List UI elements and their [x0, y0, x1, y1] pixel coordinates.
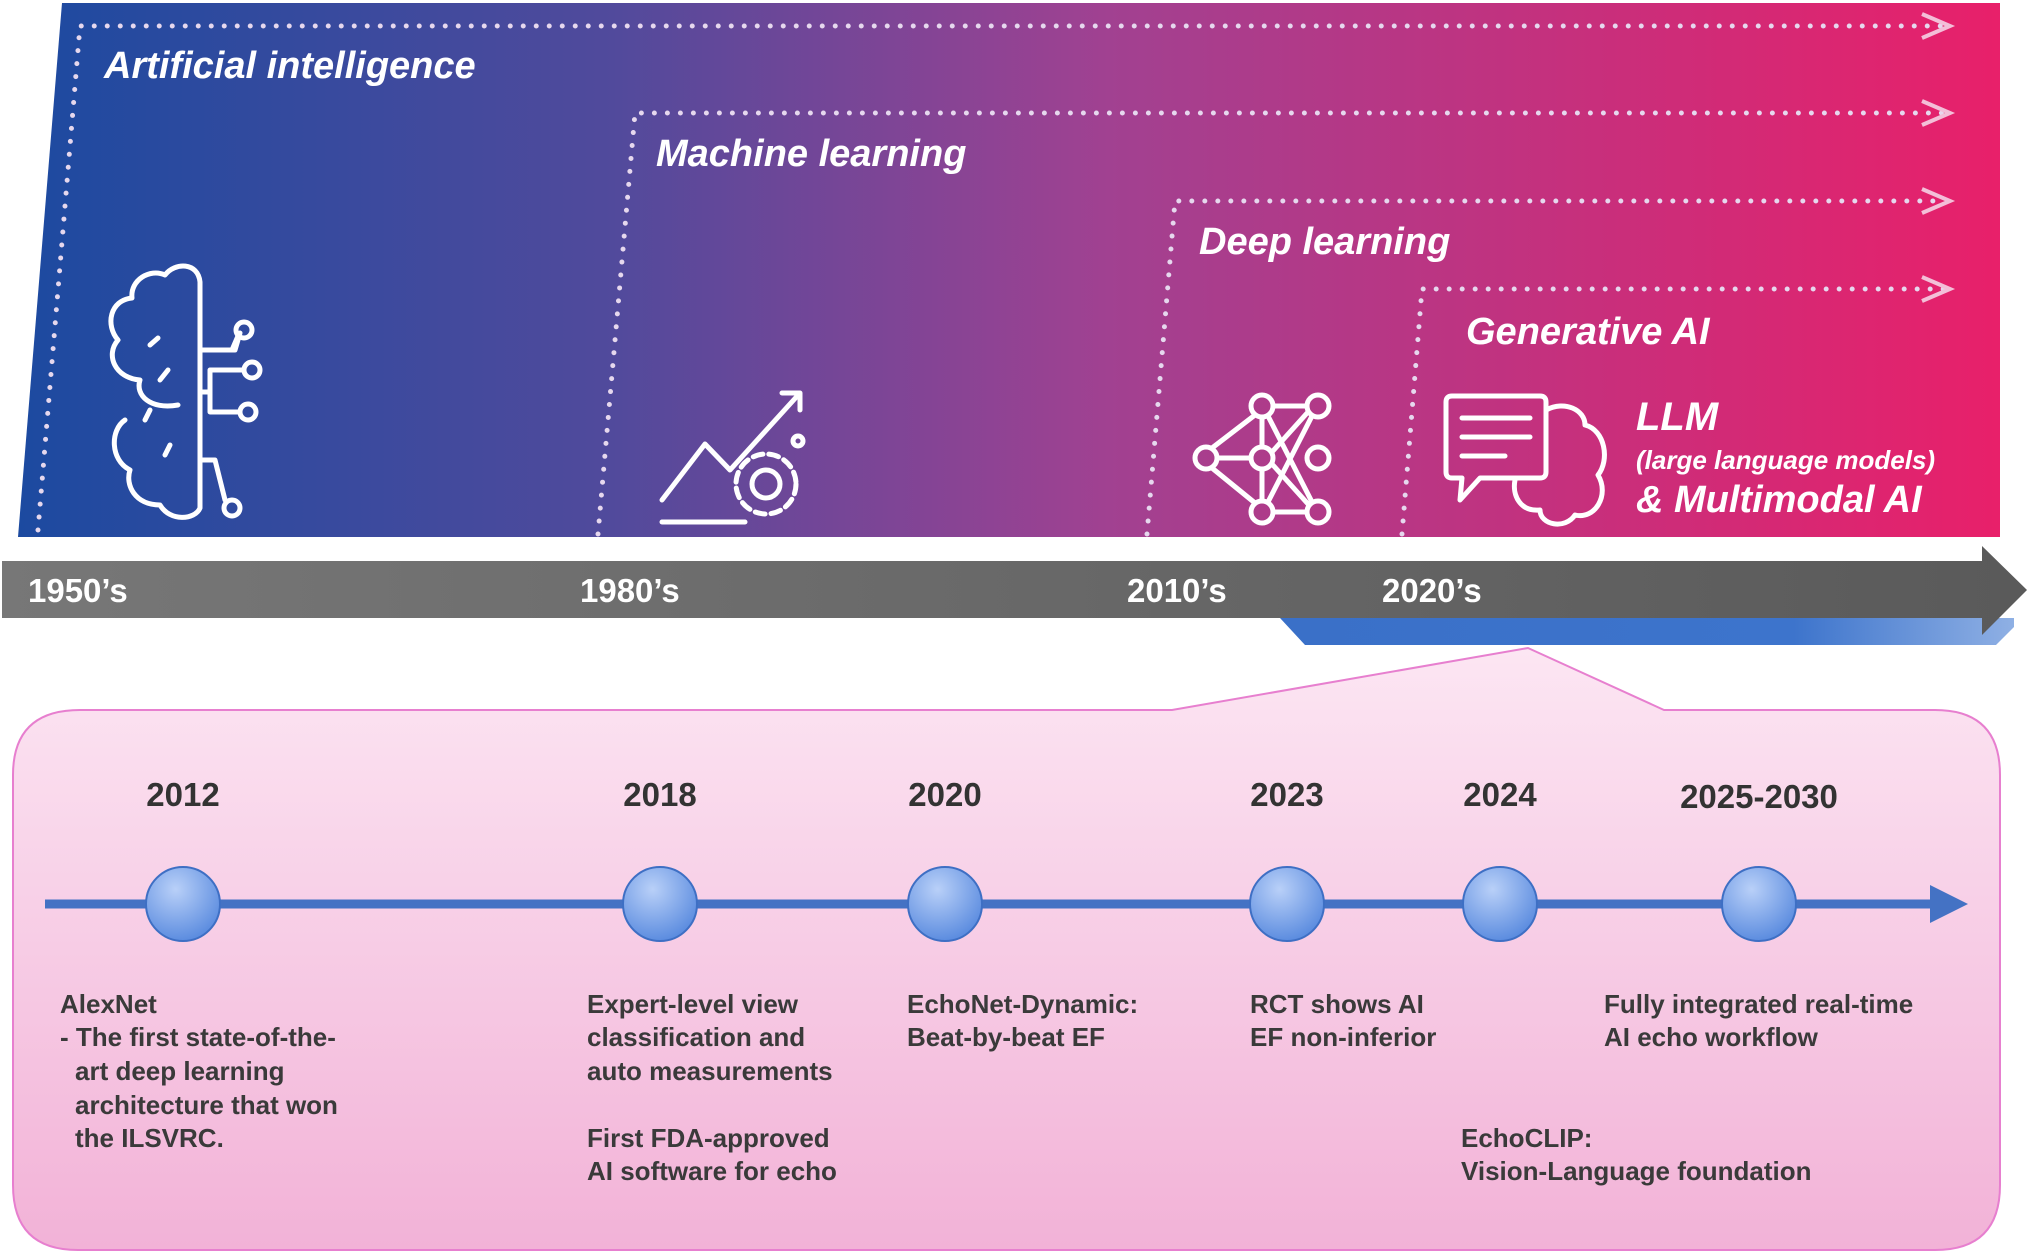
era-label-multimodal: & Multimodal AI: [1636, 479, 1923, 521]
era-label-llm: LLM: [1636, 395, 1720, 439]
decade-label: 1950’s: [28, 572, 128, 609]
milestone-2018: 2018 Expert-level view classification an…: [587, 776, 840, 1186]
decade-label: 1980’s: [580, 572, 680, 609]
brain-circuit-icon: [108, 263, 263, 520]
milestone-2025-2030: 2025-2030 Fully integrated real-time AI …: [1604, 778, 1920, 1052]
milestone-marker: [622, 866, 698, 942]
milestone-callout: [12, 646, 2001, 1251]
era-dl-outline: [1144, 187, 1956, 537]
era-genai-outline: [1399, 275, 1956, 537]
era-label-llm-sub: (large language models): [1636, 445, 1935, 475]
decade-label: 2020’s: [1382, 572, 1482, 609]
chat-brain-icon: [1443, 393, 1607, 527]
growth-gear-icon: [659, 390, 806, 525]
era-ai-outline: [35, 12, 1956, 533]
milestone-marker: [907, 866, 983, 942]
era-ml-outline: [595, 99, 1956, 537]
milestone-description: AlexNet - The first state-of-the- art de…: [60, 989, 345, 1153]
milestone-2020: 2020 EchoNet-Dynamic: Beat-by-beat EF: [907, 776, 1145, 1052]
era-label-ai: Artificial intelligence: [103, 45, 476, 87]
milestone-description: RCT shows AI EF non-inferior: [1250, 989, 1436, 1052]
milestone-description: EchoNet-Dynamic: Beat-by-beat EF: [907, 989, 1145, 1052]
milestone-marker: [1249, 866, 1325, 942]
milestone-timeline-arrowhead: [1930, 885, 1968, 923]
milestone-marker: [145, 866, 221, 942]
era-label-genai: Generative AI: [1466, 311, 1711, 353]
decade-timeline-arrow: [2, 546, 2027, 635]
milestone-2012: 2012 AlexNet - The first state-of-the- a…: [60, 776, 345, 1153]
milestone-year: 2025-2030: [1680, 778, 1838, 815]
recent-era-highlight: [1280, 618, 2014, 645]
era-label-dl: Deep learning: [1199, 221, 1450, 263]
milestone-year: 2024: [1463, 776, 1537, 813]
milestone-year: 2020: [908, 776, 981, 813]
neural-network-icon: [1192, 392, 1332, 526]
milestone-marker: [1721, 866, 1797, 942]
milestone-description: Fully integrated real-time AI echo workf…: [1604, 989, 1920, 1052]
era-panel: [18, 3, 2000, 537]
milestone-description: EchoCLIP: Vision-Language foundation: [1461, 1123, 1812, 1186]
era-label-ml: Machine learning: [656, 133, 966, 175]
milestone-year: 2012: [146, 776, 219, 813]
milestone-year: 2023: [1250, 776, 1323, 813]
milestone-marker: [1462, 866, 1538, 942]
milestone-description: Expert-level view classification and aut…: [587, 989, 840, 1186]
milestone-2023: 2023 RCT shows AI EF non-inferior: [1249, 776, 1436, 1052]
milestone-year: 2018: [623, 776, 696, 813]
decade-label: 2010’s: [1127, 572, 1227, 609]
milestone-2024: 2024 EchoCLIP: Vision-Language foundatio…: [1461, 776, 1812, 1186]
